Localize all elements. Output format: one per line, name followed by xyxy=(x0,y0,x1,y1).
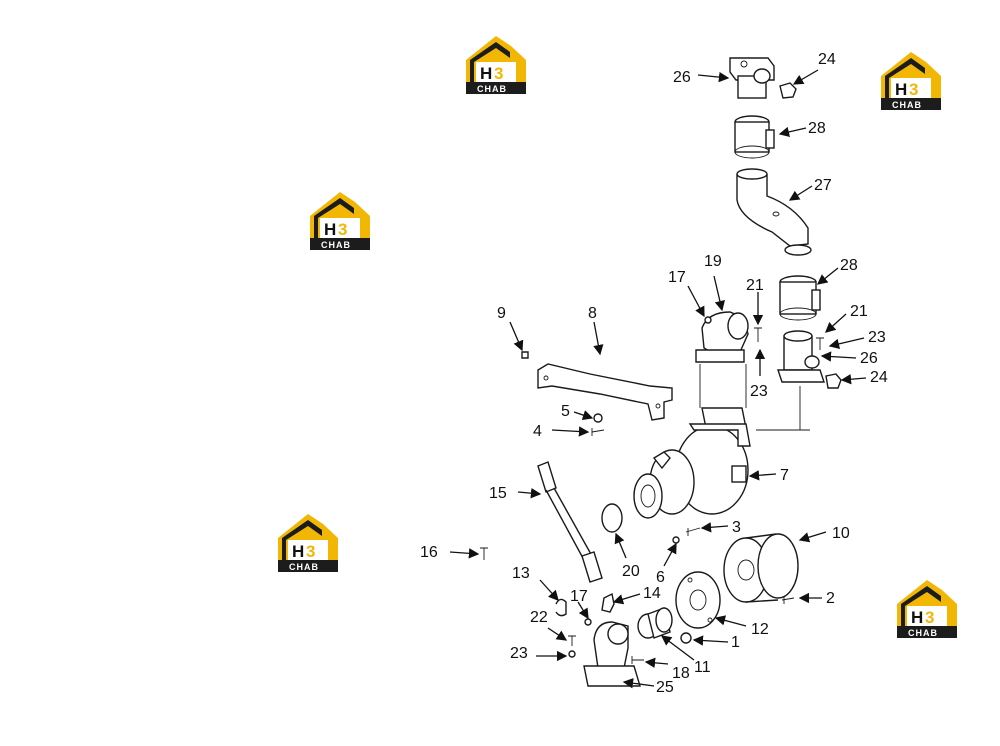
logo-digit-3: 3 xyxy=(909,80,918,99)
part-16-bolt xyxy=(480,547,488,560)
part-19-elbow xyxy=(695,311,749,363)
callout-8: 8 xyxy=(588,305,597,322)
part-10-muffler xyxy=(723,533,799,603)
callout-14: 14 xyxy=(643,585,661,602)
part-23-washer xyxy=(568,650,576,658)
callout-27: 27 xyxy=(814,177,832,194)
logo-subtext: CHAB xyxy=(908,628,938,638)
part-26-upper-flange xyxy=(729,57,775,99)
callout-11: 11 xyxy=(694,659,711,676)
part-6-washer xyxy=(672,536,680,544)
callout-28: 28 xyxy=(808,120,826,137)
callout-12: 12 xyxy=(751,621,769,638)
callout-6: 6 xyxy=(656,569,665,586)
logo-digit-3: 3 xyxy=(925,608,934,627)
part-9-bolt xyxy=(521,351,529,359)
callout-5: 5 xyxy=(561,403,570,420)
callout-10: 10 xyxy=(832,525,850,542)
callout-26: 26 xyxy=(860,350,878,367)
part-21-bolt xyxy=(754,327,762,342)
callout-18: 18 xyxy=(672,665,690,682)
brand-logo: H 3 CHAB xyxy=(897,580,957,638)
callout-22: 22 xyxy=(530,609,548,626)
part-24-upper-nut xyxy=(779,82,797,99)
callout-17: 17 xyxy=(668,269,686,286)
brand-logo: H 3 CHAB xyxy=(881,52,941,110)
callout-23: 23 xyxy=(868,329,886,346)
parts-drawing xyxy=(480,57,842,687)
callout-3: 3 xyxy=(732,519,741,536)
part-14-fitting xyxy=(601,592,615,613)
part-8-bracket xyxy=(537,363,673,421)
logo-letter-h: H xyxy=(480,64,492,83)
logo-subtext: CHAB xyxy=(321,240,351,250)
brand-logo: H 3 CHAB xyxy=(310,192,370,250)
callout-23: 23 xyxy=(750,383,768,400)
callout-4: 4 xyxy=(533,423,542,440)
part-4-bolt xyxy=(591,428,605,436)
part-3-bolt xyxy=(685,527,701,536)
logo-digit-3: 3 xyxy=(494,64,503,83)
part-20-o-ring xyxy=(601,503,623,533)
callout-26: 26 xyxy=(673,69,691,86)
callout-17: 17 xyxy=(570,588,588,605)
callout-21: 21 xyxy=(850,303,868,320)
part-26-lower-flange xyxy=(777,330,825,383)
callout-labels: 26 24 28 27 28 17 19 21 21 23 26 24 23 9… xyxy=(420,51,888,696)
part-21-bolt xyxy=(816,337,824,350)
callout-2: 2 xyxy=(826,590,835,607)
part-27-pipe xyxy=(736,168,812,256)
logo-subtext: CHAB xyxy=(892,100,922,110)
part-12-flange xyxy=(675,571,721,629)
part-17-plug xyxy=(704,316,712,324)
logo-subtext: CHAB xyxy=(477,84,507,94)
callout-20: 20 xyxy=(622,563,640,580)
callout-24: 24 xyxy=(870,369,888,386)
logo-letter-h: H xyxy=(292,542,304,561)
callout-23: 23 xyxy=(510,645,528,662)
part-25-drain-elbow xyxy=(583,621,641,687)
callout-21: 21 xyxy=(746,277,764,294)
part-18-bolt xyxy=(631,656,644,664)
brand-logo: H 3 CHAB xyxy=(466,36,526,94)
logo-letter-h: H xyxy=(895,80,907,99)
callout-28: 28 xyxy=(840,257,858,274)
callout-9: 9 xyxy=(497,305,506,322)
part-11-adapter xyxy=(637,607,673,639)
callout-24: 24 xyxy=(818,51,836,68)
logo-letter-h: H xyxy=(324,220,336,239)
part-22-bolt xyxy=(568,635,576,646)
part-2-bolt xyxy=(781,596,795,604)
part-5-washer xyxy=(593,413,603,423)
brand-logo: H 3 CHAB xyxy=(278,514,338,572)
logo-digit-3: 3 xyxy=(306,542,315,561)
callout-16: 16 xyxy=(420,544,438,561)
part-1-nut xyxy=(680,632,692,644)
callout-13: 13 xyxy=(512,565,530,582)
logo-digit-3: 3 xyxy=(338,220,347,239)
part-15-oil-hose xyxy=(537,461,603,583)
part-7-turbocharger xyxy=(633,423,751,519)
callout-15: 15 xyxy=(489,485,507,502)
callout-1: 1 xyxy=(731,634,740,651)
part-24-lower-nut xyxy=(825,373,842,389)
logo-letter-h: H xyxy=(911,608,923,627)
callout-7: 7 xyxy=(780,467,789,484)
logo-subtext: CHAB xyxy=(289,562,319,572)
part-17-plug xyxy=(584,618,592,626)
callout-arrows xyxy=(449,69,867,689)
part-28-lower-clamp xyxy=(779,275,821,321)
part-28-upper-clamp xyxy=(734,115,775,159)
part-13-clip xyxy=(555,598,567,617)
callout-19: 19 xyxy=(704,253,722,270)
callout-25: 25 xyxy=(656,679,674,696)
